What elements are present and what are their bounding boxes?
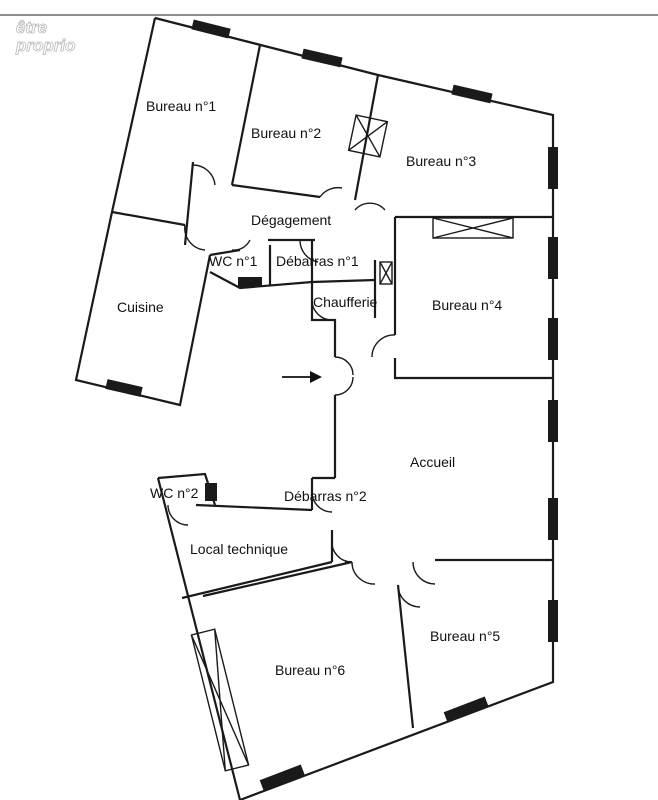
window-b3-top	[451, 84, 493, 104]
label-wc1: WC n°1	[209, 253, 258, 269]
wall-bureau1-left	[110, 17, 157, 213]
wall-deb1-chauf	[311, 278, 376, 284]
door-wc2	[167, 504, 189, 526]
label-local-technique: Local technique	[190, 541, 288, 557]
watermark-line-1: être	[16, 18, 47, 37]
label-bureau5: Bureau n°5	[430, 628, 500, 644]
label-bureau3: Bureau n°3	[406, 153, 476, 169]
window-b5-right	[548, 600, 558, 642]
label-degagement: Dégagement	[251, 212, 331, 228]
wall-b2-bottom	[231, 183, 321, 199]
window-b4-right1	[548, 237, 558, 279]
wall-wc2-bottom	[195, 503, 313, 512]
door-chauf	[311, 299, 333, 321]
label-debarras2: Débarras n°2	[284, 488, 367, 504]
window-b3-right	[548, 147, 558, 189]
label-bureau4: Bureau n°4	[432, 297, 502, 313]
label-cuisine: Cuisine	[117, 299, 164, 315]
wall-wc1	[209, 271, 313, 290]
wall-b6-top	[202, 560, 353, 598]
label-bureau2: Bureau n°2	[251, 125, 321, 141]
shafts	[190, 114, 514, 772]
door-entry-bottom	[334, 376, 354, 396]
watermark-line-2: proprio	[15, 36, 76, 55]
window-b4-right2	[548, 318, 558, 360]
door-deb1	[299, 239, 319, 263]
window-accueil-right2	[548, 498, 558, 540]
label-bureau6: Bureau n°6	[275, 662, 345, 678]
shaft-bureau4	[432, 217, 514, 239]
label-chaufferie: Chaufferie	[313, 294, 378, 310]
door-entry-top	[334, 356, 354, 376]
wall-b1-bottom	[111, 210, 186, 227]
shaft-chaufferie	[379, 261, 393, 285]
room-labels: Bureau n°1 Bureau n°2 Bureau n°3 Dégagem…	[117, 98, 502, 678]
label-bureau1: Bureau n°1	[146, 98, 216, 114]
door-wc1	[231, 239, 251, 251]
door-b2	[319, 186, 343, 198]
door-b5-a	[412, 561, 436, 585]
window-wc2	[205, 483, 217, 501]
window-b6-bottom	[259, 764, 305, 791]
door-deb2	[311, 491, 333, 513]
door-deg-left	[184, 224, 206, 251]
entrance-arrow-icon	[282, 371, 322, 383]
door-b4	[371, 334, 396, 358]
label-debarras1: Débarras n°1	[276, 253, 359, 269]
wall-bottom-left	[156, 477, 242, 800]
door-b5-b	[397, 584, 421, 608]
door-local	[331, 539, 353, 563]
door-b1	[192, 164, 216, 186]
doors	[167, 164, 436, 608]
window-b5-bottom	[443, 696, 489, 723]
door-b6	[351, 561, 376, 585]
window-wc1	[238, 277, 262, 287]
window-accueil-right1	[548, 400, 558, 442]
window-cuisine	[105, 379, 143, 397]
wall-b1-b2	[230, 44, 262, 186]
wall-corridor-left	[310, 240, 337, 357]
wall-b4-left-lower	[393, 358, 553, 380]
shaft-bureau2	[347, 114, 389, 158]
wall-b1-deg	[183, 161, 195, 246]
window-b1-top	[191, 19, 231, 39]
watermark-logo: être proprio	[15, 18, 76, 56]
interior-walls	[111, 44, 553, 729]
shaft-bureau6	[190, 628, 250, 772]
label-wc2: WC n°2	[150, 485, 199, 501]
wall-local-bottom	[181, 560, 333, 600]
door-b3	[354, 202, 386, 211]
wall-bottom-right	[239, 560, 555, 800]
wall-b5-b6	[396, 584, 415, 729]
windows	[105, 19, 558, 791]
label-accueil: Accueil	[410, 454, 455, 470]
wall-deg-bottom	[209, 248, 241, 257]
window-b2-top	[301, 48, 343, 68]
